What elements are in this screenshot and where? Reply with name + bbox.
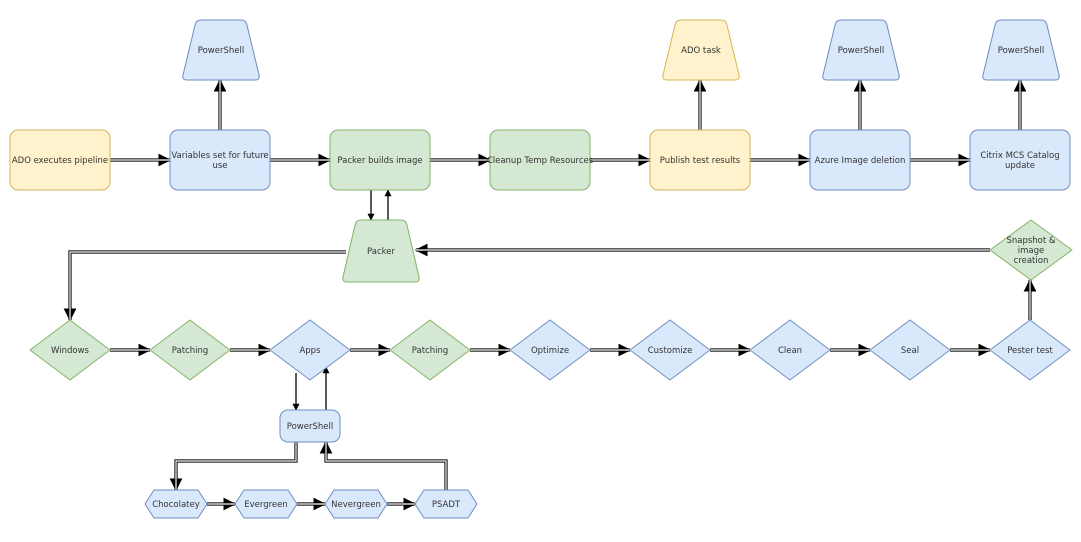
node-label: ADO executes pipeline xyxy=(12,156,108,166)
node-seal[interactable]: Seal xyxy=(869,319,951,381)
nodes-layer: ADO executes pipeline Variables set for f… xyxy=(9,19,1073,519)
node-label: Clean xyxy=(778,346,802,356)
rect-shape xyxy=(809,129,911,191)
node-label: Customize xyxy=(648,346,693,356)
node-chocolatey[interactable]: Chocolatey xyxy=(144,489,208,519)
hexagon-shape xyxy=(144,489,208,519)
node-label: Pester test xyxy=(1007,346,1053,356)
diamond-shape xyxy=(509,319,591,381)
node-azure-deletion[interactable]: Azure Image deletion xyxy=(809,129,911,191)
diamond-shape xyxy=(869,319,951,381)
node-ado-executes[interactable]: ADO executes pipeline xyxy=(9,129,111,191)
diamond-shape xyxy=(149,319,231,381)
node-optimize[interactable]: Optimize xyxy=(509,319,591,381)
node-packer-builds[interactable]: Packer builds image xyxy=(329,129,431,191)
node-label: Cleanup Temp Resources xyxy=(487,156,594,166)
node-label: Chocolatey xyxy=(152,500,200,510)
trapezoid-shape xyxy=(182,19,260,81)
node-nevergreen[interactable]: Nevergreen xyxy=(324,489,388,519)
hexagon-shape xyxy=(234,489,298,519)
rect-shape xyxy=(969,129,1071,191)
diamond-shape xyxy=(29,319,111,381)
node-apps[interactable]: Apps xyxy=(269,319,351,381)
node-patching-2[interactable]: Patching xyxy=(389,319,471,381)
diamond-shape xyxy=(989,219,1073,281)
node-evergreen[interactable]: Evergreen xyxy=(234,489,298,519)
node-label: PowerShell xyxy=(287,422,333,432)
node-windows[interactable]: Windows xyxy=(29,319,111,381)
node-label: PowerShell xyxy=(198,46,244,56)
diamond-shape xyxy=(749,319,831,381)
trapezoid-shape xyxy=(342,219,420,283)
arrow-ps-apps-to-chocolatey xyxy=(169,442,298,492)
trapezoid-shape xyxy=(822,19,900,81)
diamond-shape xyxy=(989,319,1071,381)
node-label: PowerShell xyxy=(838,46,884,56)
diamond-shape xyxy=(269,319,351,381)
rect-shape xyxy=(9,129,111,191)
node-packer[interactable]: Packer xyxy=(342,219,420,283)
node-label: Seal xyxy=(901,346,919,356)
node-cleanup[interactable]: Cleanup Temp Resources xyxy=(487,129,594,191)
node-ps-apps[interactable]: PowerShell xyxy=(279,409,341,443)
node-label: Windows xyxy=(51,346,90,356)
trapezoid-shape xyxy=(982,19,1060,81)
hexagon-shape xyxy=(324,489,388,519)
trapezoid-shape xyxy=(662,19,740,81)
node-label: Azure Image deletion xyxy=(815,156,906,166)
node-label: ADO task xyxy=(681,46,721,56)
node-label: Patching xyxy=(172,346,209,356)
node-label: Optimize xyxy=(531,346,569,356)
node-publish-test[interactable]: Publish test results xyxy=(649,129,751,191)
rect-shape xyxy=(169,129,271,191)
node-patching-1[interactable]: Patching xyxy=(149,319,231,381)
node-ps-azure[interactable]: PowerShell xyxy=(822,19,900,81)
node-label: PowerShell xyxy=(998,46,1044,56)
node-label: Nevergreen xyxy=(331,500,381,510)
node-psadt[interactable]: PSADT xyxy=(414,489,478,519)
node-clean[interactable]: Clean xyxy=(749,319,831,381)
node-label: Packer xyxy=(367,247,395,257)
rect-shape xyxy=(489,129,591,191)
node-ado-task[interactable]: ADO task xyxy=(662,19,740,81)
rect-shape xyxy=(649,129,751,191)
node-label: PSADT xyxy=(432,500,461,510)
node-customize[interactable]: Customize xyxy=(629,319,711,381)
rect-shape xyxy=(329,129,431,191)
arrow-psadt-to-ps-apps xyxy=(319,440,448,490)
node-label: Apps xyxy=(299,346,321,356)
diamond-shape xyxy=(389,319,471,381)
node-label: Patching xyxy=(412,346,449,356)
node-label: Packer builds image xyxy=(337,156,422,166)
node-label: Publish test results xyxy=(660,156,741,166)
node-label: Evergreen xyxy=(244,500,288,510)
edges-layer xyxy=(63,78,1037,511)
rect-shape xyxy=(279,409,341,443)
hexagon-shape xyxy=(414,489,478,519)
node-pester[interactable]: Pester test xyxy=(989,319,1071,381)
node-ps-citrix[interactable]: PowerShell xyxy=(982,19,1060,81)
arrow-packer-to-windows xyxy=(63,250,346,322)
diamond-shape xyxy=(629,319,711,381)
node-ps-variables[interactable]: PowerShell xyxy=(182,19,260,81)
